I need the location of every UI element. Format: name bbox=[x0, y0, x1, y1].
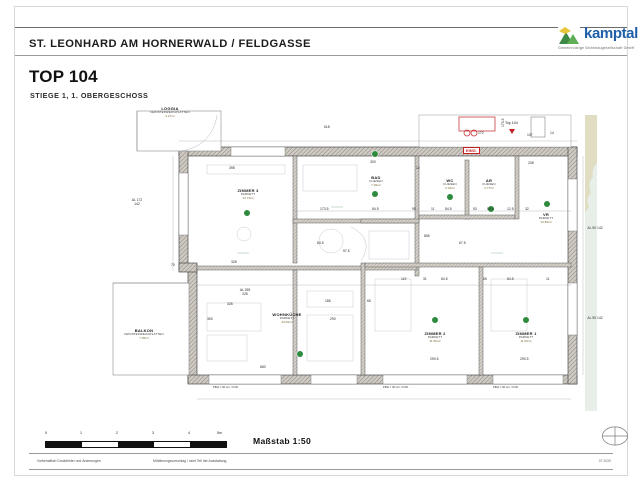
room-label-wohnkueche: WOHNKÜCHE PARKETT 23.84m² bbox=[272, 312, 302, 324]
dimension-text: 172 bbox=[478, 131, 484, 135]
header-bottom-rule bbox=[15, 55, 627, 56]
dimension-text: 70 bbox=[171, 263, 175, 267]
dimension-text: 31 bbox=[423, 277, 427, 281]
marker-zimmer-2 bbox=[432, 317, 438, 323]
dimension-text: 84.5 bbox=[487, 207, 494, 211]
logo-wordmark: kamptal bbox=[584, 25, 638, 42]
mountain-icon bbox=[558, 27, 580, 45]
dimension-text: 11 bbox=[431, 207, 435, 211]
dimension-text: 57.5 bbox=[343, 249, 350, 253]
scale-segment bbox=[190, 442, 226, 447]
entry-arrow-icon bbox=[509, 129, 515, 134]
plan-sheet: ST. LEONHARD AM HORNERWALD / FELDGASSE T… bbox=[14, 6, 638, 476]
dimension-text: 119 bbox=[401, 277, 407, 281]
window-label: FBH = 00 cm / FOK bbox=[213, 385, 239, 389]
dimension-text: 353 bbox=[207, 317, 213, 321]
dimension-text: 53 bbox=[473, 207, 477, 211]
marker-zimmer-1 bbox=[523, 317, 529, 323]
date-stamp: 07.2020 bbox=[598, 459, 611, 463]
scale-tick-label: 1 bbox=[80, 431, 82, 435]
dimension-text: 208 bbox=[528, 161, 534, 165]
dimension-text: 11 bbox=[546, 277, 550, 281]
window-label: FBH = 00 cm / FOK bbox=[493, 385, 519, 389]
dimension-text: 14 bbox=[550, 131, 554, 135]
opening-dimension-balkon: AL 269 225 bbox=[239, 288, 251, 296]
logo-subtitle: Gemeinnützige Wohnbaugesellschaft GmbH bbox=[558, 46, 635, 50]
dimension-text: 95 bbox=[412, 207, 416, 211]
scale-segment bbox=[118, 442, 154, 447]
room-label-zimmer-3: ZIMMER 3 PARKETT 14.73m² bbox=[237, 188, 259, 200]
kamptal-logo: kamptal Gemeinnützige Wohnbaugesellschaf… bbox=[558, 25, 640, 59]
scale-tick-label: 3 bbox=[152, 431, 154, 435]
unit-title: TOP 104 bbox=[29, 67, 98, 86]
opening-dimension-right-top: AL 90 142 bbox=[587, 226, 603, 230]
dimension-text: 173.5 bbox=[320, 207, 329, 211]
dimension-text: 328 bbox=[227, 302, 233, 306]
floorplan-drawing: LOGGIA FEINSTEINZEUGPLATTEN 3.47m² ZIMME… bbox=[31, 103, 611, 421]
marker-bad-upper bbox=[372, 151, 378, 157]
dimension-text: 185 bbox=[325, 299, 331, 303]
room-label-vr: VR PARKETT 14.86m² bbox=[538, 212, 554, 224]
dimension-text: 398 bbox=[229, 166, 235, 170]
dimension-text: 290.5 bbox=[520, 357, 529, 361]
footer-rule-bottom bbox=[29, 469, 613, 470]
room-label-zimmer-2: ZIMMER 2 PARKETT 11.50m² bbox=[424, 331, 446, 343]
dimension-text: 107 bbox=[527, 133, 533, 137]
dimension-text: 303 bbox=[370, 160, 376, 164]
room-label-bad: BAD FLIESEN 7.09m² bbox=[369, 175, 383, 187]
dimension-text: 173.5 bbox=[501, 118, 505, 128]
dimension-text: 290.5 bbox=[430, 357, 439, 361]
marker-wc bbox=[447, 194, 453, 200]
dimension-text: 328 bbox=[231, 260, 237, 264]
header-top-rule bbox=[15, 27, 627, 28]
scale-bar-track bbox=[45, 441, 227, 448]
dimension-text: 65 bbox=[483, 277, 487, 281]
scale-tick-label: 0 bbox=[45, 431, 47, 435]
dimension-text: 65 bbox=[367, 299, 371, 303]
dimension-text: 855 bbox=[424, 234, 430, 238]
dimension-text: 12.5 bbox=[507, 207, 514, 211]
dimension-text: 84.5 bbox=[507, 277, 514, 281]
dimension-text: 84.5 bbox=[372, 207, 379, 211]
dimension-text: 618 bbox=[324, 125, 330, 129]
room-label-wc: WC FLIESEN 2.04m² bbox=[443, 178, 457, 190]
marker-ar bbox=[488, 206, 494, 212]
opening-dimension-right-bottom: AL 95 142 bbox=[587, 316, 603, 320]
window-label: FBH = 00 cm / FOK bbox=[383, 385, 409, 389]
room-label-zimmer-1: ZIMMER 1 PARKETT 11.00m² bbox=[515, 331, 537, 343]
dimension-text: 84.5 bbox=[441, 277, 448, 281]
dimension-text: 683 bbox=[260, 365, 266, 369]
marker-zimmer-3 bbox=[244, 210, 250, 216]
scale-tick-label: 2 bbox=[116, 431, 118, 435]
dimension-text: 84.5 bbox=[445, 207, 452, 211]
dimension-text: 32 bbox=[525, 207, 529, 211]
compass-icon bbox=[602, 426, 628, 446]
scale-label: Maßstab 1:50 bbox=[253, 436, 312, 446]
marker-bad bbox=[372, 191, 378, 197]
scale-segment bbox=[46, 442, 82, 447]
entry-top-marker: Top 104 bbox=[505, 121, 518, 125]
marker-vr bbox=[544, 201, 550, 207]
dimension-text: 84.5 bbox=[317, 241, 324, 245]
scale-tick-label: 5m bbox=[217, 431, 222, 435]
opening-dimension-left: AL 172 142 bbox=[131, 198, 143, 206]
footer-rule bbox=[29, 453, 613, 454]
room-label-loggia: LOGGIA FEINSTEINZEUGPLATTEN 3.47m² bbox=[150, 106, 190, 118]
footer-note-right: Möblierungsvorschlag / nicht Teil der Au… bbox=[153, 459, 227, 463]
dimension-text: 290 bbox=[330, 317, 336, 321]
room-label-ar: AR FLIESEN 2.77m² bbox=[482, 178, 496, 190]
entry-label: EING. bbox=[463, 147, 480, 154]
marker-wohnkueche bbox=[297, 351, 303, 357]
project-title: ST. LEONHARD AM HORNERWALD / FELDGASSE bbox=[29, 38, 311, 50]
footer-note-left: Vorbehaltlich Druckfehler und Änderungen bbox=[37, 459, 101, 463]
scale-tick-label: 4 bbox=[188, 431, 190, 435]
room-label-balkon: BALKON FEINSTEINZEUGPLATTEN 7.05m² bbox=[124, 328, 164, 340]
floor-subtitle: STIEGE 1, 1. OBERGESCHOSS bbox=[30, 91, 149, 100]
dimension-text: 67.5 bbox=[459, 241, 466, 245]
plan-geometry bbox=[112, 110, 597, 411]
scale-bar: 0 1 2 3 4 5m bbox=[45, 431, 235, 453]
dimension-text: 12 bbox=[416, 166, 420, 170]
